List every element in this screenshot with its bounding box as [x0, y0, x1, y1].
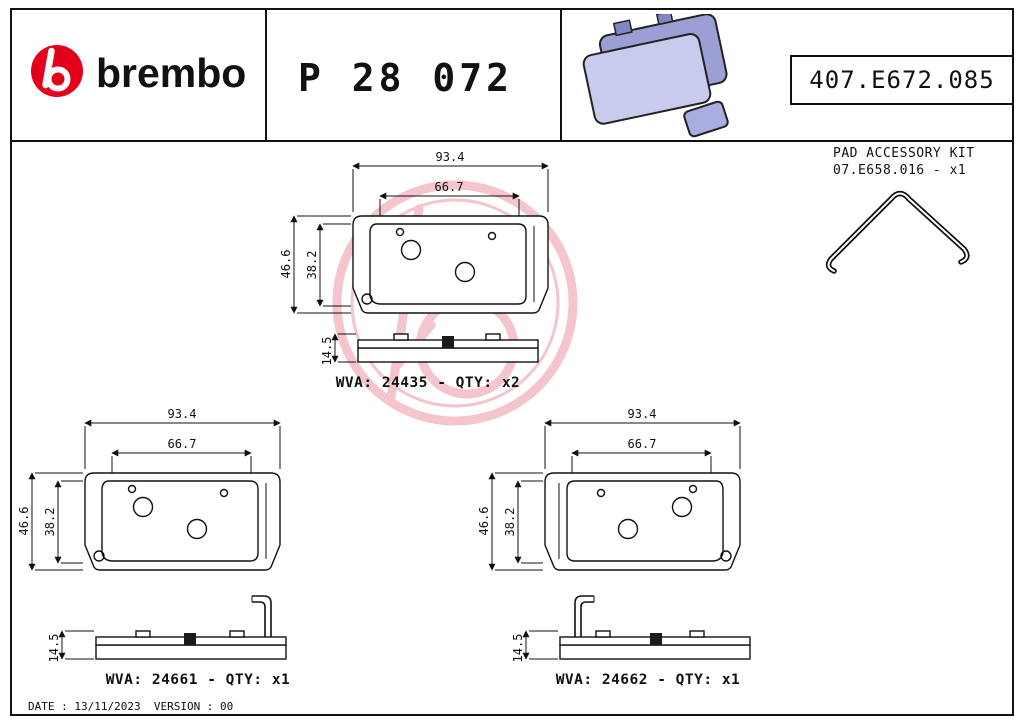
page-border [10, 8, 1014, 716]
dim-height-value: 46.6 [18, 507, 31, 536]
dim-inner-width-value: 66.7 [168, 437, 197, 451]
dim-thickness-value: 14.5 [47, 634, 61, 663]
dim-inner-width: 66.7 [111, 437, 252, 473]
accessory-clip-drawing [825, 190, 970, 274]
dim-thickness-value: 14.5 [511, 634, 525, 663]
wear-indicator-clip [574, 595, 595, 637]
catalog-number: 407.E672.085 [809, 66, 995, 94]
dim-height-value: 46.6 [279, 250, 293, 279]
dim-inner-height-value: 38.2 [43, 508, 57, 537]
dim-width: 93.4 [352, 150, 549, 212]
wva-label-bottom-left: WVA: 24661 - QTY: x1 [105, 672, 291, 688]
dim-inner-width: 66.7 [571, 437, 712, 473]
dim-thickness-value: 14.5 [320, 337, 334, 366]
header-divider-logo [265, 8, 267, 142]
dim-height: 46.6 [478, 472, 543, 571]
dim-height-value: 46.6 [478, 507, 491, 536]
brembo-wordmark: brembo [96, 50, 247, 96]
dim-inner-width-value: 66.7 [628, 437, 657, 451]
pad-drawing-bottom-left: 93.4 66.7 46.6 38.2 [18, 407, 287, 663]
brake-pad-illustration [582, 14, 729, 138]
wva-label-top: WVA: 24435 - QTY: x2 [335, 375, 521, 391]
pad-side-view [559, 595, 751, 660]
pad-side-view [95, 595, 287, 660]
dim-inner-height-value: 38.2 [503, 508, 517, 537]
brembo-logo-icon [31, 45, 83, 97]
pad-plan-view [544, 472, 741, 571]
dim-width: 93.4 [544, 407, 741, 469]
dim-inner-height: 38.2 [305, 223, 351, 307]
dim-thickness: 14.5 [511, 630, 558, 663]
pad-plan-view [352, 215, 549, 314]
dim-thickness: 14.5 [47, 630, 94, 663]
dim-width-value: 93.4 [436, 150, 465, 164]
pad-drawing-top: 93.4 66.7 46.6 38.2 [279, 150, 549, 366]
dim-width-value: 93.4 [628, 407, 657, 421]
dim-width-value: 93.4 [168, 407, 197, 421]
header-divider [10, 140, 1014, 142]
dim-inner-height: 38.2 [43, 480, 83, 564]
dim-inner-width-value: 66.7 [435, 180, 464, 194]
part-code: P 28 072 [298, 56, 514, 100]
dim-inner-height-value: 38.2 [305, 251, 319, 280]
dim-thickness: 14.5 [320, 333, 356, 366]
accessory-kit-code: 07.E658.016 - x1 [833, 163, 967, 178]
catalog-number-box: 407.E672.085 [790, 55, 1014, 105]
dim-width: 93.4 [84, 407, 281, 469]
wear-indicator-clip [251, 595, 272, 637]
date-version-line: DATE : 13/11/2023 VERSION : 00 [28, 700, 234, 713]
dim-height: 46.6 [18, 472, 83, 571]
pad-plan-view [84, 472, 281, 571]
wva-label-bottom-right: WVA: 24662 - QTY: x1 [555, 672, 741, 688]
pad-side-view [357, 333, 539, 363]
accessory-kit-title: PAD ACCESSORY KIT [833, 146, 975, 161]
header-divider-code [560, 8, 562, 142]
dim-inner-height: 38.2 [503, 480, 543, 564]
pad-drawing-bottom-right: 93.4 66.7 46.6 38.2 [478, 407, 751, 663]
dim-inner-width: 66.7 [379, 180, 520, 216]
dim-height: 46.6 [279, 215, 351, 314]
